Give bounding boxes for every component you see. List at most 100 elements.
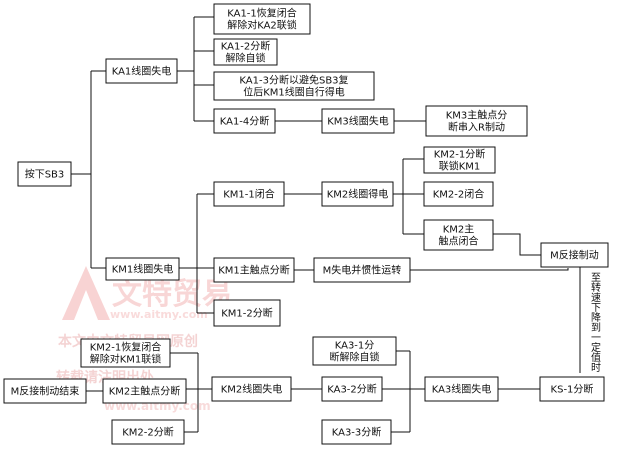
node-box — [313, 257, 411, 283]
node-label: KM1线圈失电 — [112, 263, 174, 276]
node-box — [425, 105, 528, 137]
node-box — [321, 376, 383, 402]
node-box — [111, 419, 185, 445]
node-ka3-coil-off: KA3线圈失电 — [424, 376, 499, 402]
node-label: KA3线圈失电 — [432, 383, 492, 396]
node-label: 位后KM1线圈自行得电 — [243, 86, 345, 99]
node-m-coast: M失电并惯性运转 — [313, 257, 411, 283]
node-label: KM1-2分断 — [221, 307, 273, 320]
node-box — [321, 108, 395, 134]
node-ka3-3: KA3-3分断 — [321, 419, 392, 445]
node-label: KA3-3分断 — [332, 426, 382, 439]
edge-km2main-to-brake — [493, 233, 541, 256]
watermark-url-top: www.aitmy.com — [110, 308, 208, 321]
node-km2-coil-on: KM2线圈得电 — [321, 181, 394, 207]
node-box — [213, 71, 375, 101]
node-label: KA1-3分断以避免SB3复 — [239, 74, 348, 87]
node-box — [213, 257, 295, 283]
node-box — [102, 378, 187, 404]
node-ks-1: KS-1分断 — [539, 376, 605, 402]
node-ka1-4: KA1-4分断 — [213, 108, 276, 134]
node-label: 按下SB3 — [25, 168, 65, 181]
node-label: 断解除自锁 — [330, 351, 380, 364]
node-box — [3, 378, 87, 404]
node-label: 断串入R制动 — [448, 121, 505, 134]
node-label: KM1-1闭合 — [223, 188, 275, 201]
node-box — [321, 419, 392, 445]
node-box — [213, 3, 311, 35]
node-box — [312, 336, 397, 366]
node-box — [213, 299, 281, 327]
node-label: KM3线圈失电 — [327, 115, 389, 128]
node-box — [321, 181, 394, 207]
node-ka3-2: KA3-2分断 — [321, 376, 383, 402]
speed-drop-label: 至转速下降到一定值时 — [589, 272, 601, 372]
node-label: 触点闭合 — [439, 235, 479, 248]
node-box — [213, 181, 285, 207]
node-label: KA3-2分断 — [327, 383, 377, 396]
node-label: M反接制动 — [550, 249, 599, 262]
node-km2-2-close: KM2-2闭合 — [423, 181, 494, 207]
node-label: KS-1分断 — [551, 383, 594, 396]
node-km3-coil-off: KM3线圈失电 — [321, 108, 395, 134]
edge-mcoast-to-brake — [410, 268, 569, 271]
node-label: M失电并惯性运转 — [323, 264, 402, 277]
node-label: KM2-2闭合 — [433, 188, 485, 201]
node-km1-2: KM1-2分断 — [213, 299, 281, 327]
node-label: 解除自锁 — [226, 52, 266, 65]
node-m-brake-end: M反接制动结束 — [3, 378, 87, 404]
node-box — [540, 242, 609, 268]
node-label: KA1-2分断 — [221, 40, 271, 53]
node-m-reverse-brake: M反接制动 — [540, 242, 609, 268]
node-km1-main: KM1主触点分断 — [213, 257, 295, 283]
node-box — [105, 58, 178, 84]
node-label: 解除对KM1联锁 — [90, 353, 162, 366]
node-label: KM2线圈得电 — [327, 188, 389, 201]
node-press-sb3: 按下SB3 — [17, 161, 72, 187]
node-label: KM1主触点分断 — [218, 264, 290, 277]
node-box — [424, 376, 499, 402]
node-box — [213, 38, 278, 66]
watermark-logo-text: 文特贸易 — [112, 277, 232, 312]
node-label: KM2线圈失电 — [221, 383, 283, 396]
node-box — [105, 257, 180, 281]
node-box — [80, 338, 171, 368]
node-label: KA1线圈失电 — [112, 65, 172, 78]
node-box — [211, 376, 292, 402]
node-km2-coil-off: KM2线圈失电 — [211, 376, 292, 402]
node-ka1-coil-off: KA1线圈失电 — [105, 58, 178, 84]
node-label: 联锁KM1 — [439, 160, 481, 173]
node-label: KM2-1恢复闭合 — [90, 341, 162, 354]
node-box — [423, 219, 494, 251]
node-km2-2-open: KM2-2分断 — [111, 419, 185, 445]
node-km2-main-open: KM2主触点分断 — [102, 378, 187, 404]
watermark-logo-icon — [62, 266, 110, 320]
node-label: KM2主触点分断 — [109, 385, 181, 398]
node-label: KM2主 — [443, 224, 475, 236]
node-label: KA1-1恢复闭合 — [227, 7, 297, 20]
node-label: 解除对KA2联锁 — [227, 19, 297, 32]
connectors — [71, 16, 581, 433]
node-label: KM3主触点分 — [446, 109, 508, 122]
node-label: KM2-2分断 — [122, 426, 174, 439]
node-km1-1: KM1-1闭合 — [213, 181, 285, 207]
node-box — [539, 376, 605, 402]
node-label: M反接制动结束 — [11, 385, 80, 398]
node-label: KM2-1分断 — [434, 148, 486, 161]
node-label: KA3-1分 — [335, 340, 375, 352]
node-label: KA1-4分断 — [220, 115, 270, 128]
node-box — [423, 181, 494, 207]
node-box — [423, 146, 496, 174]
node-box — [17, 161, 72, 187]
node-box — [213, 108, 276, 134]
